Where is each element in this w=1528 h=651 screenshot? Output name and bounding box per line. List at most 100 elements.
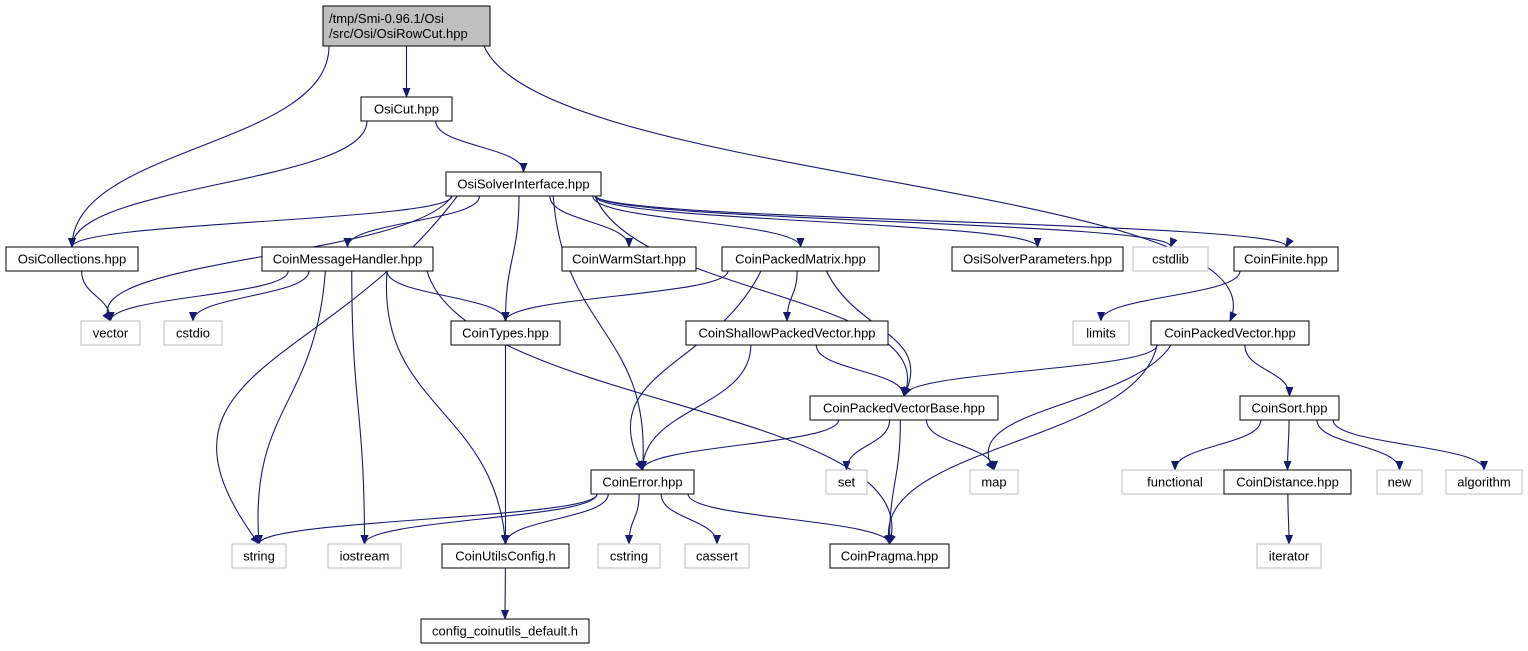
- edge-osisolver-to-osiparams: [594, 195, 1042, 248]
- node-box: [951, 246, 1124, 272]
- node-box: [809, 395, 999, 421]
- node-osisolver[interactable]: OsiSolverInterface.hpp: [445, 171, 602, 197]
- node-osiparams[interactable]: OsiSolverParameters.hpp: [951, 246, 1124, 272]
- node-coinwarm[interactable]: CoinWarmStart.hpp: [561, 246, 697, 272]
- node-iterator: iterator: [1256, 543, 1322, 569]
- edge-coinerror-to-cstring: [625, 493, 640, 545]
- edge-coinpv-to-coinpvb: [900, 344, 1158, 397]
- node-functional: functional: [1121, 469, 1229, 495]
- node-string: string: [231, 543, 287, 569]
- node-label: CoinWarmStart.hpp: [572, 252, 686, 267]
- node-cassert: cassert: [684, 543, 750, 569]
- node-box: [450, 320, 561, 346]
- node-box: [1239, 395, 1340, 421]
- node-label: vector: [93, 326, 129, 341]
- edge-coinsort-to-coindistance: [1283, 419, 1292, 471]
- node-coinpv[interactable]: CoinPackedVector.hpp: [1150, 320, 1310, 346]
- node-osicoll[interactable]: OsiCollections.hpp: [5, 246, 139, 272]
- node-box: [231, 543, 287, 569]
- node-box: [261, 246, 434, 272]
- node-label: functional: [1147, 475, 1203, 490]
- node-coindistance[interactable]: CoinDistance.hpp: [1223, 469, 1352, 495]
- edge-coinmsg-to-cstdio: [189, 270, 310, 322]
- node-label: config_coinutils_default.h: [432, 624, 578, 639]
- node-box: [360, 96, 453, 122]
- node-box: [684, 543, 750, 569]
- edge-coinpm-to-coinshallow: [783, 270, 798, 322]
- node-label: CoinDistance.hpp: [1236, 475, 1339, 490]
- node-label: CoinTypes.hpp: [462, 326, 549, 341]
- file-nodes: /tmp/Smi-0.96.1/Osi/src/Osi/OsiRowCut.hp…: [5, 5, 1523, 644]
- node-label: new: [1388, 475, 1412, 490]
- edge-root-to-osicoll: [68, 45, 330, 248]
- node-box: [590, 469, 695, 495]
- edge-osisolver-to-cstdlib: [594, 195, 1178, 248]
- node-map: map: [969, 469, 1019, 495]
- node-box: [721, 246, 880, 272]
- edge-osisolver-to-coinpvb: [594, 195, 912, 397]
- node-coinmsg[interactable]: CoinMessageHandler.hpp: [261, 246, 434, 272]
- node-coinpragma[interactable]: CoinPragma.hpp: [829, 543, 950, 569]
- edge-coinerror-to-cassert: [660, 493, 721, 545]
- edge-coinshallow-to-coinerror: [638, 344, 752, 471]
- node-box: [825, 469, 868, 495]
- node-cstdio: cstdio: [163, 320, 223, 346]
- node-box: [80, 320, 141, 346]
- node-osicut[interactable]: OsiCut.hpp: [360, 96, 453, 122]
- node-label: CoinPackedVector.hpp: [1164, 326, 1296, 341]
- node-cstring: cstring: [597, 543, 661, 569]
- node-coinpm[interactable]: CoinPackedMatrix.hpp: [721, 246, 880, 272]
- node-label: iterator: [1269, 549, 1310, 564]
- edge-osicoll-to-vector: [81, 270, 115, 322]
- node-coinsort[interactable]: CoinSort.hpp: [1239, 395, 1340, 421]
- node-limits: limits: [1072, 320, 1130, 346]
- node-box: [1072, 320, 1130, 346]
- edge-coinerror-to-coinutilsconfig: [501, 493, 609, 545]
- node-box: [445, 171, 602, 197]
- edge-coinshallow-to-coinpvb: [815, 344, 908, 397]
- node-box: [1121, 469, 1229, 495]
- node-box: [327, 543, 402, 569]
- node-coinshallow[interactable]: CoinShallowPackedVector.hpp: [685, 320, 889, 346]
- node-label: CoinUtilsConfig.h: [455, 549, 555, 564]
- node-vector: vector: [80, 320, 141, 346]
- node-algorithm: algorithm: [1445, 469, 1523, 495]
- node-box: [1376, 469, 1423, 495]
- node-coinerror[interactable]: CoinError.hpp: [590, 469, 695, 495]
- edge-coinpvb-to-map: [925, 419, 998, 471]
- node-cointypes[interactable]: CoinTypes.hpp: [450, 320, 561, 346]
- node-label: CoinError.hpp: [602, 475, 682, 490]
- node-label: CoinPragma.hpp: [841, 549, 939, 564]
- node-root[interactable]: /tmp/Smi-0.96.1/Osi/src/Osi/OsiRowCut.hp…: [322, 5, 491, 47]
- edge-osisolver-to-osicoll: [68, 195, 453, 248]
- node-box: [1233, 246, 1339, 272]
- node-label: CoinMessageHandler.hpp: [273, 252, 423, 267]
- edge-coinsort-to-algorithm: [1332, 419, 1488, 471]
- edge-osisolver-to-coinfinite: [594, 195, 1294, 248]
- node-box: [322, 5, 491, 47]
- edge-coinerror-to-iostream: [360, 493, 598, 545]
- node-box: [1132, 246, 1209, 272]
- node-label: OsiSolverParameters.hpp: [963, 252, 1112, 267]
- node-coinutilsconfig[interactable]: CoinUtilsConfig.h: [441, 543, 570, 569]
- node-box: [597, 543, 661, 569]
- node-label: OsiSolverInterface.hpp: [457, 177, 589, 192]
- edge-osisolver-to-coinerror: [552, 195, 648, 471]
- node-box: [1150, 320, 1310, 346]
- dependency-edges: [68, 45, 1488, 620]
- node-box: [163, 320, 223, 346]
- node-coinpvb[interactable]: CoinPackedVectorBase.hpp: [809, 395, 999, 421]
- node-configdefault[interactable]: config_coinutils_default.h: [420, 618, 590, 644]
- edge-coinfinite-to-limits: [1097, 270, 1241, 322]
- node-box: [1223, 469, 1352, 495]
- edge-coinmsg-to-vector: [106, 270, 289, 322]
- edge-coinmsg-to-cointypes: [386, 270, 510, 322]
- node-coinfinite[interactable]: CoinFinite.hpp: [1233, 246, 1339, 272]
- node-label: limits: [1086, 326, 1116, 341]
- node-box: [829, 543, 950, 569]
- node-label: CoinPackedMatrix.hpp: [735, 252, 866, 267]
- node-cstdlib: cstdlib: [1132, 246, 1209, 272]
- edge-coinerror-to-coinpragma: [687, 493, 894, 545]
- node-label: OsiCollections.hpp: [18, 252, 126, 267]
